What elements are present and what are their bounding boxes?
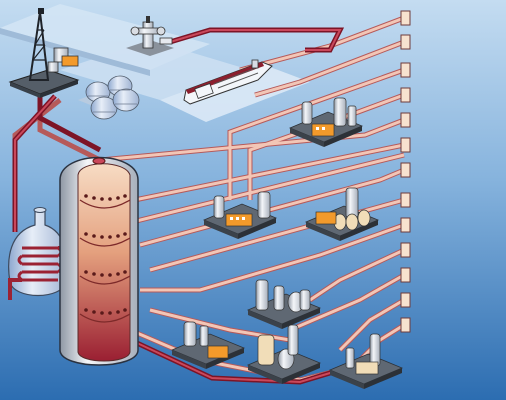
- pipe-flange-icon: [400, 292, 411, 308]
- factory-icon: [246, 324, 322, 384]
- distillation-trays: [79, 199, 131, 323]
- oil-derrick-icon: [8, 8, 80, 98]
- pipe-flange-icon: [400, 87, 411, 103]
- tower-icon: [59, 156, 139, 366]
- pipe-flange-icon: [400, 242, 411, 258]
- factory-icon: [288, 97, 364, 147]
- factory-icon: [202, 191, 278, 239]
- factory-icon: [304, 187, 380, 241]
- pipe-flange-icon: [400, 62, 411, 78]
- factory-icon: [170, 321, 246, 369]
- ship-icon: [183, 59, 273, 105]
- pipeline-outlets: [400, 10, 411, 333]
- valve-icon: [126, 16, 174, 56]
- sea-platform: [160, 64, 310, 122]
- pipe-flange-icon: [400, 162, 411, 178]
- pipe-flange-icon: [400, 112, 411, 128]
- pipe-flange-icon: [400, 217, 411, 233]
- pipe-flange-icon: [400, 34, 411, 50]
- pipe-flange-icon: [400, 10, 411, 26]
- spherical-tanks-icon: [78, 75, 140, 120]
- factory-icon: [246, 279, 322, 329]
- pipe-flange-icon: [400, 267, 411, 283]
- pipe-flange-icon: [400, 317, 411, 333]
- tray-holes: [84, 194, 127, 315]
- pipe-flange-icon: [400, 137, 411, 153]
- factory-icon: [328, 333, 404, 389]
- pipe-flange-icon: [400, 192, 411, 208]
